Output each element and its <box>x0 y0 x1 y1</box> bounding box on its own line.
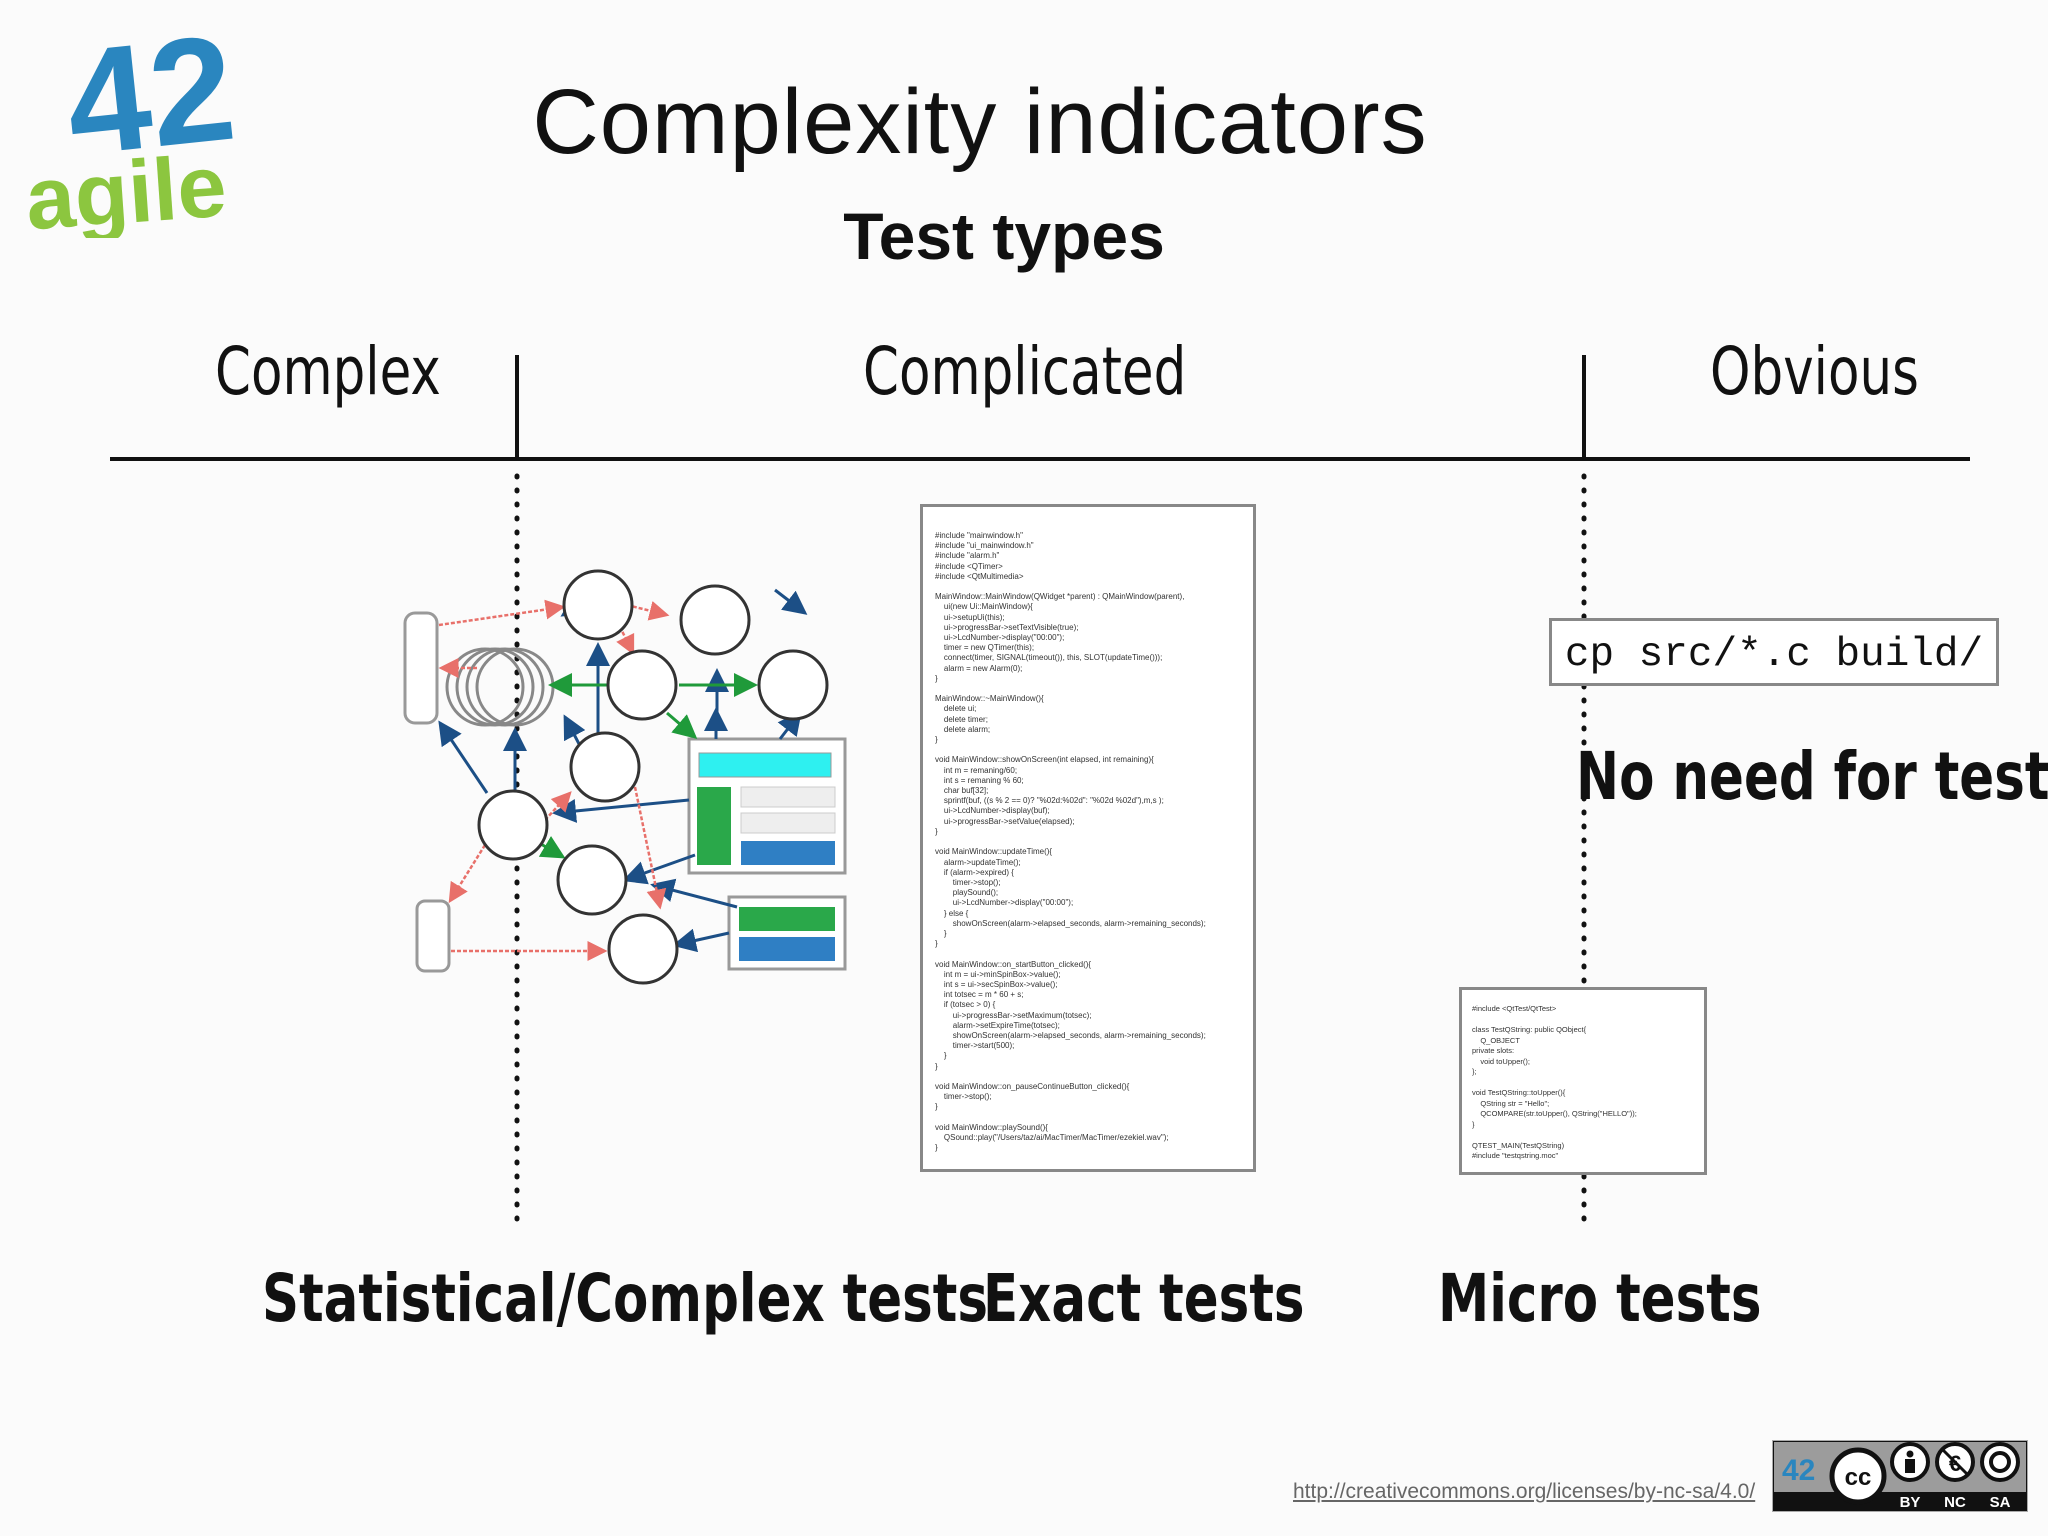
code-large-text: #include "mainwindow.h" #include "ui_mai… <box>935 531 1206 1153</box>
node <box>569 731 641 803</box>
code-document-large: #include "mainwindow.h" #include "ui_mai… <box>920 504 1256 1172</box>
ui-panel-small <box>727 895 847 971</box>
node-group <box>477 569 829 985</box>
logo-number: 42 <box>58 18 242 187</box>
domain-complex: Complex <box>215 333 441 410</box>
ui-panel-large <box>687 737 847 875</box>
badge-sa: SA <box>1990 1494 2011 1511</box>
agent-box-bottom <box>415 899 451 973</box>
agent-box-top <box>403 611 439 725</box>
node <box>556 844 628 916</box>
cc-license-badge[interactable]: 42 cc € BY NC SA <box>1772 1440 2028 1512</box>
badge-by: BY <box>1900 1494 1921 1511</box>
node <box>562 569 634 641</box>
cc-icon <box>1829 1447 1887 1505</box>
code-small-text: #include <QtTest/QtTest> class TestQStri… <box>1472 1004 1637 1160</box>
domain-obvious: Obvious <box>1710 333 1919 410</box>
badge-nc: NC <box>1944 1494 1966 1511</box>
label-exact-tests: Exact tests <box>983 1260 1305 1337</box>
node <box>607 913 679 985</box>
slide-title: Complexity indicators <box>532 71 1428 173</box>
node <box>477 789 549 861</box>
cc-text: cc <box>1845 1464 1872 1491</box>
license-link[interactable]: http://creativecommons.org/licenses/by-n… <box>1293 1480 1756 1503</box>
sa-icon <box>1980 1442 2020 1482</box>
ring-stack <box>445 647 555 727</box>
slide-subtitle: Test types <box>843 199 1165 273</box>
code-document-small: #include <QtTest/QtTest> class TestQStri… <box>1459 987 1707 1175</box>
badge-logo: 42 <box>1782 1454 1815 1487</box>
node <box>679 584 751 656</box>
domain-complicated: Complicated <box>863 333 1187 410</box>
agile42-logo: 42 agile <box>22 18 242 238</box>
label-micro-tests: Micro tests <box>1438 1260 1762 1337</box>
node <box>606 649 678 721</box>
complex-system-diagram <box>403 569 847 985</box>
node <box>757 649 829 721</box>
logo-word: agile <box>22 136 229 238</box>
label-complex-tests: Statistical/Complex tests <box>262 1260 989 1337</box>
no-need-label: No need for tests <box>1576 738 2048 815</box>
command-box: cp src/*.c build/ <box>1549 618 1999 686</box>
